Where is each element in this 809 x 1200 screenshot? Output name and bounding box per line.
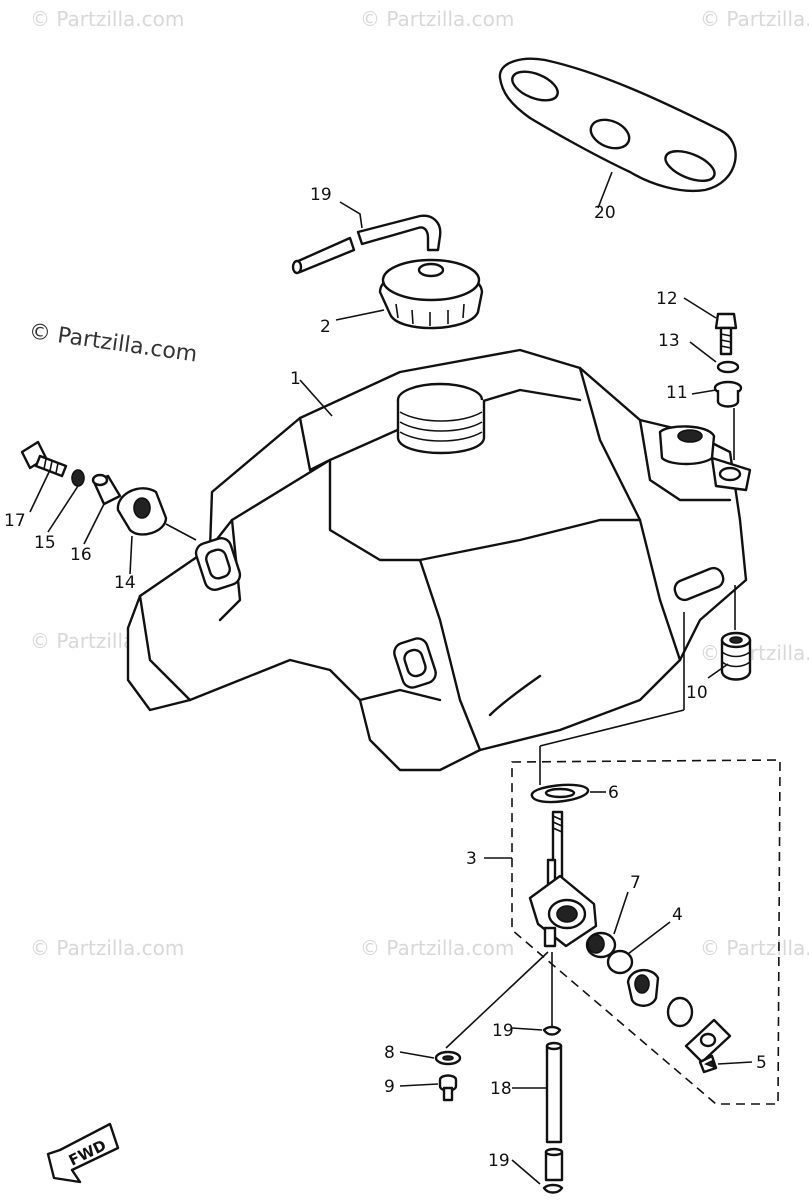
- fuel-cock-body: [528, 810, 598, 948]
- part-19-clip: [542, 1025, 562, 1036]
- watermark: © Partzilla.com: [30, 7, 184, 31]
- part-13-washer: [716, 360, 740, 374]
- callout-15: 15: [34, 533, 56, 553]
- callout-21: 20: [594, 203, 616, 223]
- callout-10: 10: [686, 683, 708, 703]
- watermark: © Partzilla.com: [700, 7, 809, 31]
- callout-18: 18: [490, 1079, 512, 1099]
- watermark: © Partzilla.com: [30, 936, 184, 960]
- callout-9: 9: [384, 1077, 395, 1097]
- part-8-washer: [434, 1050, 462, 1066]
- part-cover-plate: [684, 1018, 732, 1064]
- callout-17: 17: [4, 511, 26, 531]
- callout-4: 4: [672, 905, 683, 925]
- part-17-bolt: [20, 440, 68, 478]
- part-9-bolt: [438, 1074, 458, 1102]
- watermark-featured: © Partzilla.com: [27, 319, 199, 367]
- part-19-clip: [542, 1183, 564, 1194]
- part-18-fuel-hose: [545, 1041, 563, 1144]
- part-4-o-ring: [606, 949, 634, 975]
- callout-19: 19: [492, 1021, 514, 1041]
- part-20-breather-hose: [291, 214, 442, 275]
- callout-11: 11: [666, 383, 688, 403]
- assembly-line: [445, 951, 549, 1049]
- callout-13: 13: [658, 331, 680, 351]
- callout-16: 16: [70, 545, 92, 565]
- part-14-grommet: [116, 487, 168, 536]
- part-hose-end: [544, 1147, 564, 1182]
- callout-20: 19: [310, 185, 332, 205]
- assembly-line: [165, 523, 197, 541]
- part-5-screw: [698, 1054, 718, 1074]
- callout-14: 14: [114, 573, 136, 593]
- part-11-collar: [713, 380, 743, 408]
- callout-1: 1: [290, 369, 301, 389]
- part-10-damper: [720, 631, 752, 681]
- part-o-ring: [666, 996, 694, 1028]
- part-1-fuel-tank: [126, 348, 752, 772]
- part-6-gasket: [530, 783, 590, 804]
- watermark: © Partzilla.com: [700, 641, 809, 665]
- watermark: © Partzilla.com: [360, 936, 514, 960]
- callout-6: 6: [608, 783, 619, 803]
- part-16-collar: [91, 473, 122, 506]
- watermark: © Partzilla.com: [700, 936, 809, 960]
- part-7-lever: [585, 931, 617, 959]
- callout-2: 2: [320, 317, 331, 337]
- fwd-arrow-icon: FWD: [46, 1122, 120, 1184]
- callout-labels: 19 20 2 1 12 13 11 17 15 16 14 10 3 6 7 …: [4, 185, 767, 1171]
- callout-8: 8: [384, 1043, 395, 1063]
- part-3-fuel-cock-assembly: [511, 612, 781, 1105]
- part-2-fuel-cap: [378, 258, 484, 330]
- part-12-bolt: [714, 312, 738, 356]
- callout-19-lower: 19: [488, 1151, 510, 1171]
- callout-3: 3: [466, 849, 477, 869]
- callout-7: 7: [630, 873, 641, 893]
- callout-12: 12: [656, 289, 678, 309]
- leader-lines: [29, 171, 753, 1185]
- part-21-plate: [498, 57, 737, 193]
- watermark: © Partzilla.com: [360, 7, 514, 31]
- callout-5: 5: [756, 1053, 767, 1073]
- part-valve-knob: [626, 969, 660, 1007]
- part-15-washer: [71, 469, 85, 487]
